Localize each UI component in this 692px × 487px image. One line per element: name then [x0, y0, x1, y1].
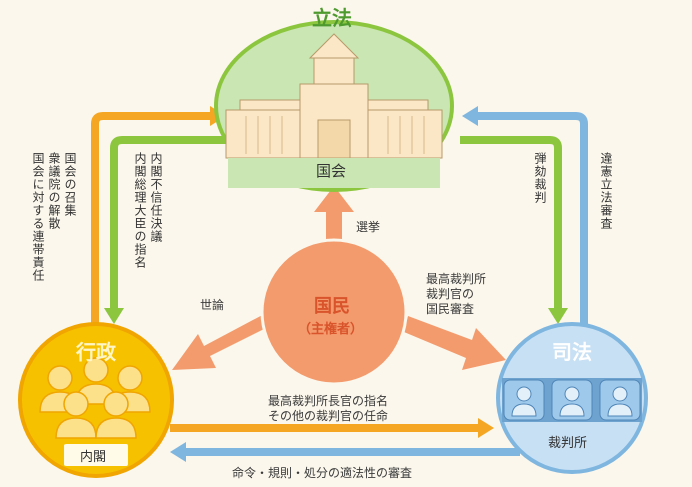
judge-review-label-2: 裁判官の	[426, 287, 475, 301]
executive-label: 内閣	[80, 450, 107, 465]
judge-review-label-3: 国民審査	[426, 302, 475, 316]
legislature-title: 立法	[312, 6, 352, 30]
cabinet-to-diet-label-1: 国会の召集	[63, 152, 77, 217]
cabinet-members-icon	[39, 357, 151, 439]
diet-to-cabinet-label-2: 内閣総理大臣の指名	[133, 152, 147, 269]
executive-title: 行政	[76, 340, 116, 364]
legality-review-label: 命令・規則・処分の適法性の審査	[232, 466, 413, 480]
judiciary-title: 司法	[552, 340, 592, 364]
cabinet-to-diet-label-3: 国会に対する連帯責任	[31, 152, 45, 282]
impeachment-label: 弾劾裁判	[533, 152, 547, 204]
cabinet-to-diet-label-2: 衆議院の解散	[47, 152, 61, 230]
judges-icon	[503, 379, 641, 421]
appointment-label-2: その他の裁判官の任命	[268, 409, 389, 423]
people-title: 国民	[314, 296, 350, 317]
arrow-diet-to-cabinet	[110, 136, 228, 308]
diet-to-cabinet-label-1: 内閣不信任決議	[149, 152, 163, 243]
public-opinion-label: 世論	[200, 298, 225, 312]
arrow-cabinet-to-diet	[91, 112, 210, 355]
legislature-label: 国会	[316, 162, 347, 180]
arrow-impeachment	[460, 136, 562, 308]
election-label: 選挙	[356, 220, 381, 234]
constitutional-review-label: 違憲立法審査	[599, 152, 613, 230]
diet-building-icon	[225, 33, 443, 159]
judge-review-label-1: 最高裁判所	[426, 272, 487, 286]
arrow-constitutional-review	[478, 112, 588, 330]
judiciary-label: 裁判所	[548, 436, 588, 451]
people-circle	[260, 238, 408, 386]
arrow-election	[314, 186, 354, 244]
people-subtitle: （主権者）	[298, 322, 364, 337]
arrow-judge-review	[404, 316, 506, 370]
arrow-public-opinion	[172, 312, 274, 370]
appointment-label-1: 最高裁判所長官の指名	[268, 394, 389, 408]
